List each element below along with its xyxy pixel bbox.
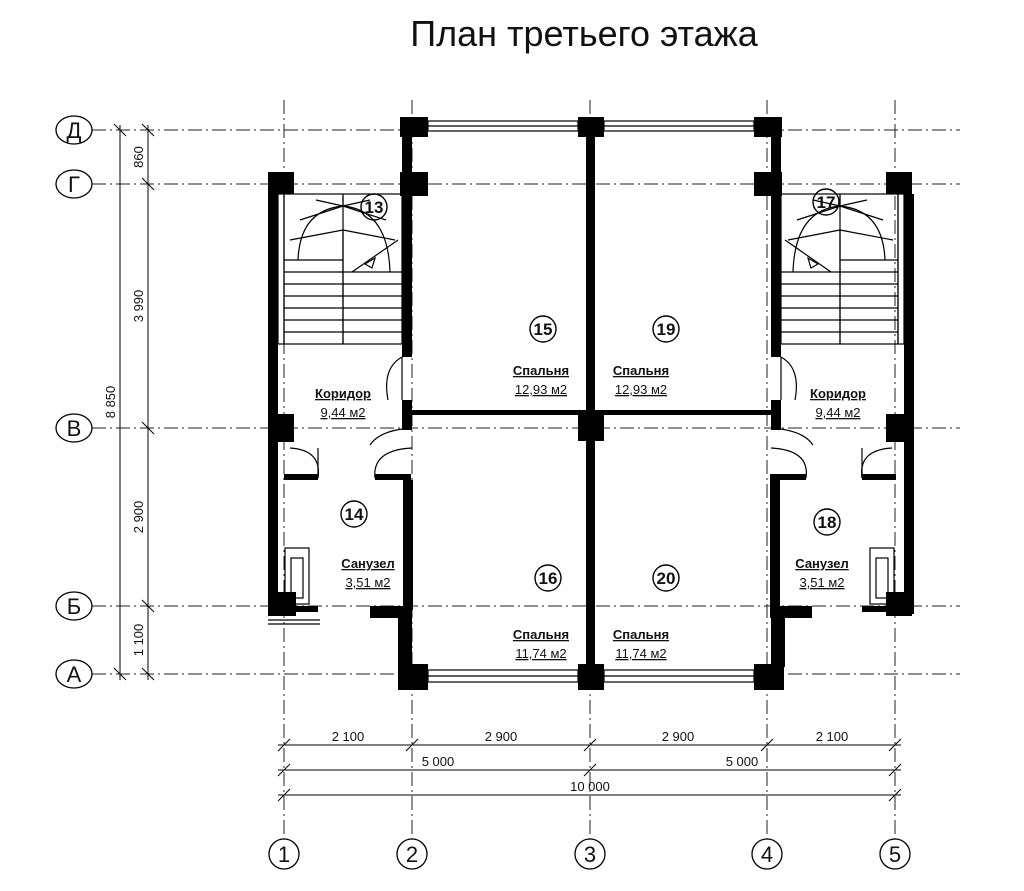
svg-text:17: 17 <box>817 193 836 212</box>
dim-total-vertical: 8 850 <box>103 386 118 419</box>
room-name: Спальня <box>513 363 569 378</box>
svg-text:18: 18 <box>818 513 837 532</box>
room-14: 14 Санузел 3,51 м2 <box>340 500 395 590</box>
dim-total-horizontal: 10 000 <box>570 779 610 794</box>
dim-d-g: 860 <box>131 146 146 168</box>
axis-marker-d: Д <box>55 115 93 145</box>
svg-text:16: 16 <box>539 569 558 588</box>
axis-marker-a: А <box>55 659 93 689</box>
column-axis-markers: 1 2 3 4 5 <box>268 838 911 870</box>
svg-text:14: 14 <box>345 505 364 524</box>
plan-title: План третьего этажа <box>410 13 759 54</box>
axis-marker-1: 1 <box>268 838 300 870</box>
room-19: 19 Спальня 12,93 м2 <box>613 315 680 397</box>
room-area: 11,74 м2 <box>515 646 566 661</box>
room-area: 9,44 м2 <box>815 405 860 420</box>
dim-v-b: 2 900 <box>131 501 146 534</box>
dim-3-4: 2 900 <box>662 729 695 744</box>
walls <box>268 117 914 690</box>
svg-text:Б: Б <box>67 594 81 619</box>
room-15: 15 Спальня 12,93 м2 <box>513 315 569 397</box>
room-name: Коридор <box>315 386 371 401</box>
room-area: 12,93 м2 <box>515 382 567 397</box>
room-corridor-right: Коридор 9,44 м2 <box>810 386 866 420</box>
room-name: Спальня <box>513 627 569 642</box>
room-area: 11,74 м2 <box>615 646 666 661</box>
axis-marker-v: В <box>55 413 93 443</box>
room-18: 18 Санузел 3,51 м2 <box>795 508 849 590</box>
axis-marker-3: 3 <box>574 838 606 870</box>
room-name: Санузел <box>795 556 848 571</box>
axis-marker-g: Г <box>55 169 93 199</box>
dim-4-5: 2 100 <box>816 729 849 744</box>
room-area: 12,93 м2 <box>615 382 667 397</box>
dim-half-left: 5 000 <box>422 754 455 769</box>
svg-text:Д: Д <box>67 118 82 143</box>
room-area: 9,44 м2 <box>320 405 365 420</box>
room-name: Коридор <box>810 386 866 401</box>
dim-b-a: 1 100 <box>131 624 146 657</box>
staircase-left <box>283 193 403 345</box>
room-name: Спальня <box>613 627 669 642</box>
room-area: 3,51 м2 <box>345 575 390 590</box>
room-20: 20 Спальня 11,74 м2 <box>613 564 680 661</box>
svg-text:В: В <box>67 416 82 441</box>
room-name: Спальня <box>613 363 669 378</box>
horizontal-dimensions: 2 100 2 900 2 900 2 100 5 000 5 000 10 0… <box>277 729 902 802</box>
room-13: 13 <box>360 193 388 221</box>
svg-text:2: 2 <box>406 842 418 867</box>
axis-marker-b: Б <box>55 591 93 621</box>
dim-2-3: 2 900 <box>485 729 518 744</box>
dim-g-v: 3 990 <box>131 290 146 323</box>
svg-text:Г: Г <box>68 172 80 197</box>
dim-1-2: 2 100 <box>332 729 365 744</box>
svg-text:1: 1 <box>278 842 290 867</box>
axis-marker-2: 2 <box>396 838 428 870</box>
svg-text:13: 13 <box>365 198 384 217</box>
vertical-dimensions: 860 3 990 2 900 1 100 8 850 <box>103 123 155 681</box>
room-area: 3,51 м2 <box>799 575 844 590</box>
axis-marker-5: 5 <box>879 838 911 870</box>
svg-text:20: 20 <box>657 569 676 588</box>
svg-text:3: 3 <box>584 842 596 867</box>
room-labels: 13 Коридор 9,44 м2 14 Санузел 3,51 м2 15… <box>315 188 866 661</box>
room-name: Санузел <box>341 556 394 571</box>
doors <box>289 356 893 479</box>
svg-text:5: 5 <box>889 842 901 867</box>
dim-half-right: 5 000 <box>726 754 759 769</box>
room-17: 17 <box>812 188 840 216</box>
room-16: 16 Спальня 11,74 м2 <box>513 564 569 661</box>
svg-text:15: 15 <box>534 320 553 339</box>
staircase-right <box>780 193 899 345</box>
room-corridor-left: Коридор 9,44 м2 <box>315 386 371 420</box>
svg-text:4: 4 <box>761 842 773 867</box>
svg-text:А: А <box>67 662 82 687</box>
row-axis-markers: Д Г В Б А <box>55 115 93 689</box>
svg-text:19: 19 <box>657 320 676 339</box>
axis-marker-4: 4 <box>751 838 783 870</box>
